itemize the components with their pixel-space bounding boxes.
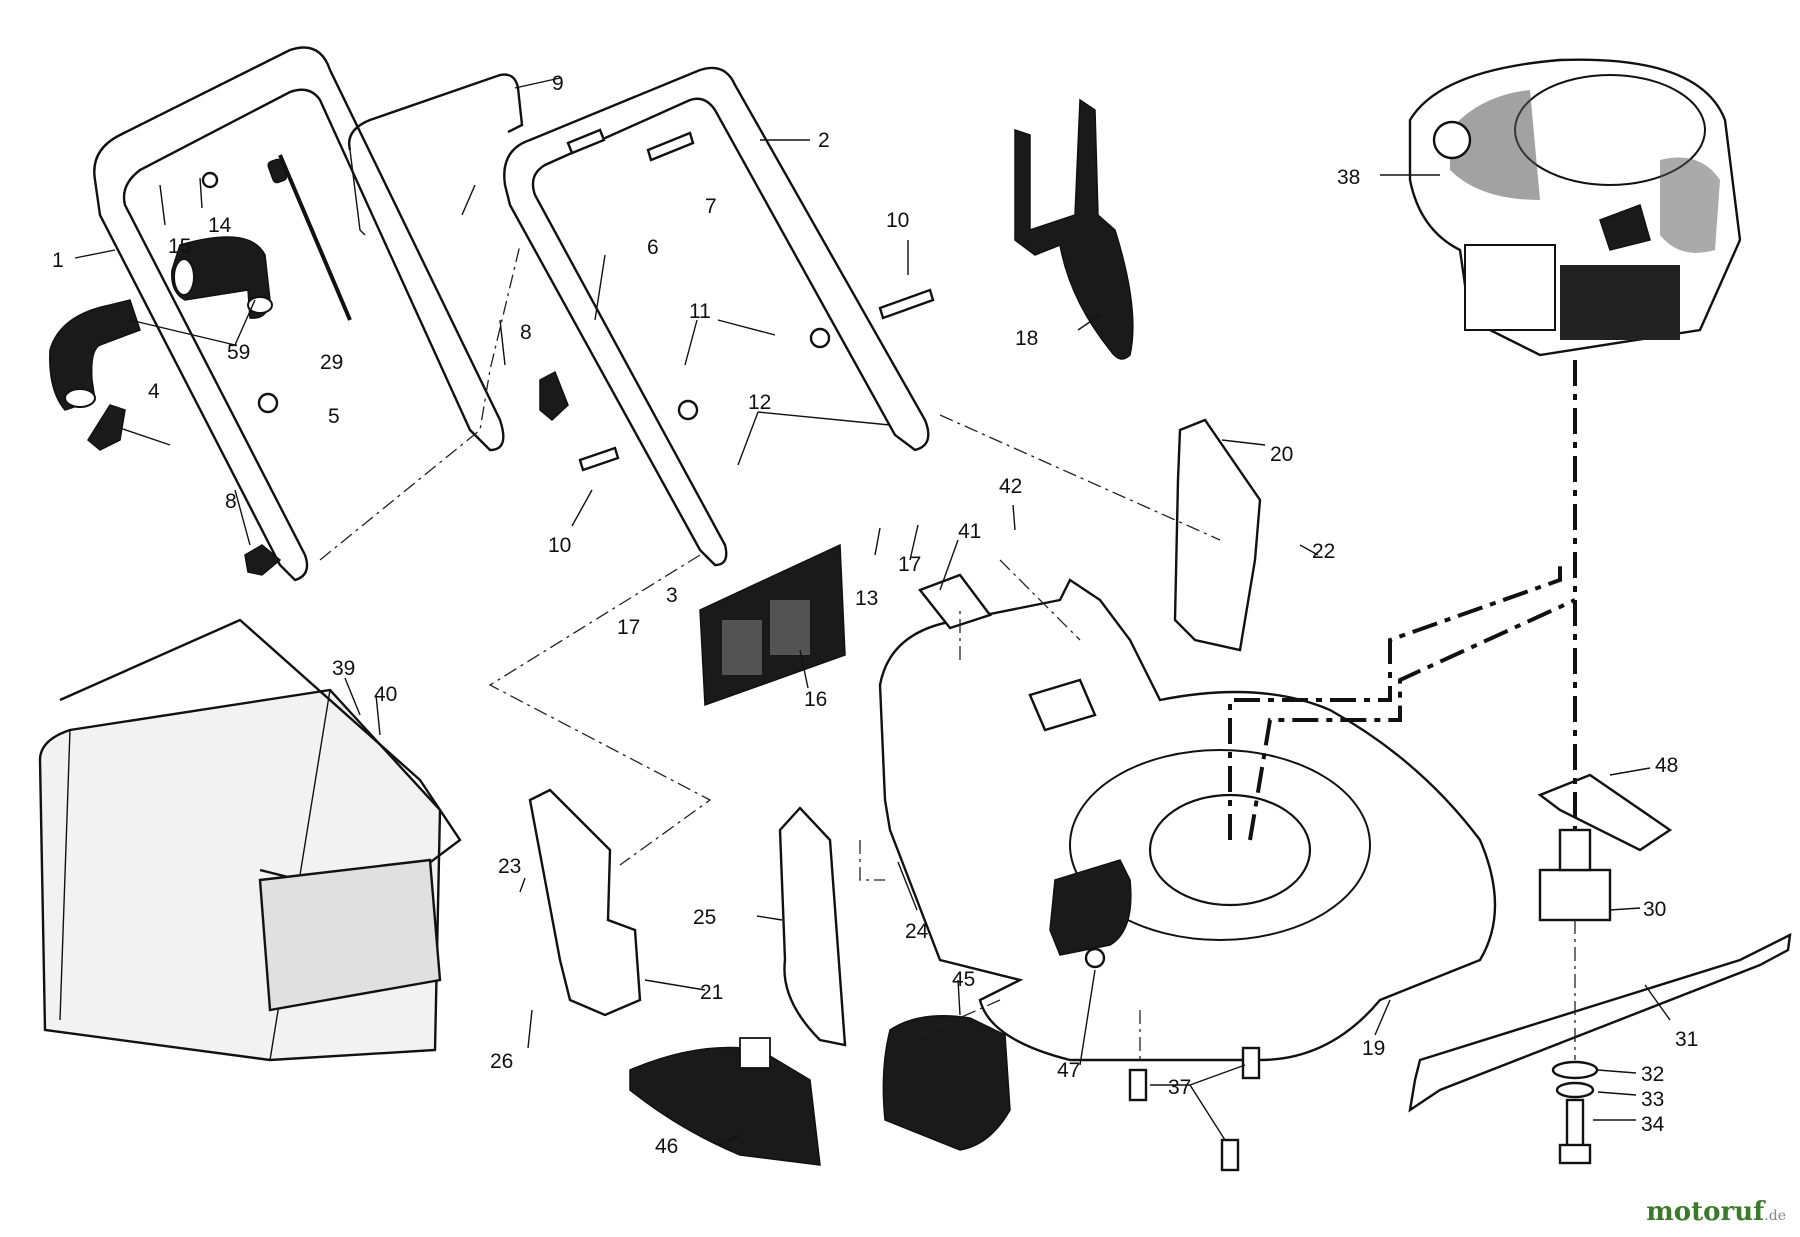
- callout-40: 40: [374, 683, 397, 706]
- callout-42: 42: [999, 475, 1022, 498]
- callout-8b: 8: [225, 490, 237, 513]
- lower-handle-left: [93, 46, 505, 582]
- callout-16: 16: [804, 688, 827, 711]
- callout-15: 15: [168, 235, 191, 258]
- callout-3: 3: [666, 584, 678, 607]
- handle-knob-8-right: [539, 370, 569, 422]
- height-adjuster-20: [1173, 418, 1262, 652]
- grass-catcher: [38, 618, 462, 1062]
- rear-flap-18: [1014, 98, 1134, 360]
- callout-17b: 17: [617, 616, 640, 639]
- callout-6: 6: [647, 236, 659, 259]
- callout-7: 7: [705, 195, 717, 218]
- label-41: [918, 573, 992, 630]
- callout-14: 14: [208, 214, 232, 237]
- callout-5: 5: [328, 405, 340, 428]
- callout-10b: 10: [548, 534, 571, 557]
- bracket-48: [1537, 773, 1673, 852]
- blade-31: [1408, 932, 1792, 1113]
- height-adjuster-21: [528, 788, 642, 1017]
- cable-29: [267, 154, 352, 321]
- callout-18: 18: [1015, 327, 1038, 350]
- blade-bolt: [1551, 1060, 1599, 1165]
- small-hardware: [201, 128, 935, 472]
- watermark-brand: motoruf: [1646, 1197, 1765, 1227]
- callout-1: 1: [52, 249, 64, 272]
- callout-31: 31: [1675, 1028, 1698, 1051]
- callout-12: 12: [748, 391, 771, 414]
- callout-38: 38: [1337, 166, 1360, 189]
- mower-deck-19: [878, 578, 1497, 1062]
- callout-24: 24: [905, 920, 929, 943]
- callout-2: 2: [818, 129, 830, 152]
- callout-4: 4: [148, 380, 160, 403]
- callout-41: 41: [958, 520, 981, 543]
- callout-11: 11: [689, 300, 711, 323]
- callout-labels: 1 2 3 4 5 6 7 8 8 9 10 10 11 12 13 14 15…: [52, 72, 1698, 1158]
- callout-20: 20: [1270, 443, 1293, 466]
- callout-23: 23: [498, 855, 521, 878]
- callout-32: 32: [1641, 1063, 1664, 1086]
- callout-34: 34: [1641, 1113, 1665, 1136]
- callout-37: 37: [1168, 1076, 1191, 1099]
- callout-9: 9: [552, 72, 564, 95]
- upper-handle-right: [503, 66, 930, 567]
- callout-46: 46: [655, 1135, 678, 1158]
- callout-45: 45: [952, 968, 975, 991]
- rear-door-16: [699, 543, 846, 707]
- callout-47: 47: [1057, 1059, 1080, 1082]
- handle-knob-4: [87, 404, 171, 451]
- callout-21: 21: [700, 981, 723, 1004]
- callout-33: 33: [1641, 1088, 1664, 1111]
- leader-lines: [74, 77, 1671, 1146]
- callout-29: 29: [320, 351, 343, 374]
- blade-adapter-30: [1538, 828, 1612, 922]
- watermark-domain: .de: [1764, 1208, 1786, 1224]
- callout-8a: 8: [520, 321, 532, 344]
- deck-bolts-37: [1128, 1046, 1261, 1172]
- assembly-lines: [319, 244, 1577, 1060]
- callout-48: 48: [1655, 754, 1678, 777]
- engine-38: [1408, 58, 1742, 357]
- callout-22: 22: [1312, 540, 1335, 563]
- handle-grip-lower: [49, 299, 141, 411]
- side-chute-46: [629, 1037, 821, 1166]
- callout-13: 13: [855, 587, 878, 610]
- callout-59: 59: [227, 341, 250, 364]
- watermark-logo: motoruf.de: [1646, 1197, 1786, 1227]
- callout-10a: 10: [886, 209, 909, 232]
- callout-39: 39: [332, 657, 355, 680]
- callout-26: 26: [490, 1050, 513, 1073]
- discharge-cover-45: [882, 1014, 1011, 1151]
- handle-knob-8-left: [244, 544, 282, 576]
- control-bar: [348, 73, 524, 236]
- callout-30: 30: [1643, 898, 1666, 921]
- callout-17a: 17: [898, 553, 921, 576]
- callout-25: 25: [693, 906, 716, 929]
- side-shield-25: [778, 806, 847, 1047]
- callout-19: 19: [1362, 1037, 1385, 1060]
